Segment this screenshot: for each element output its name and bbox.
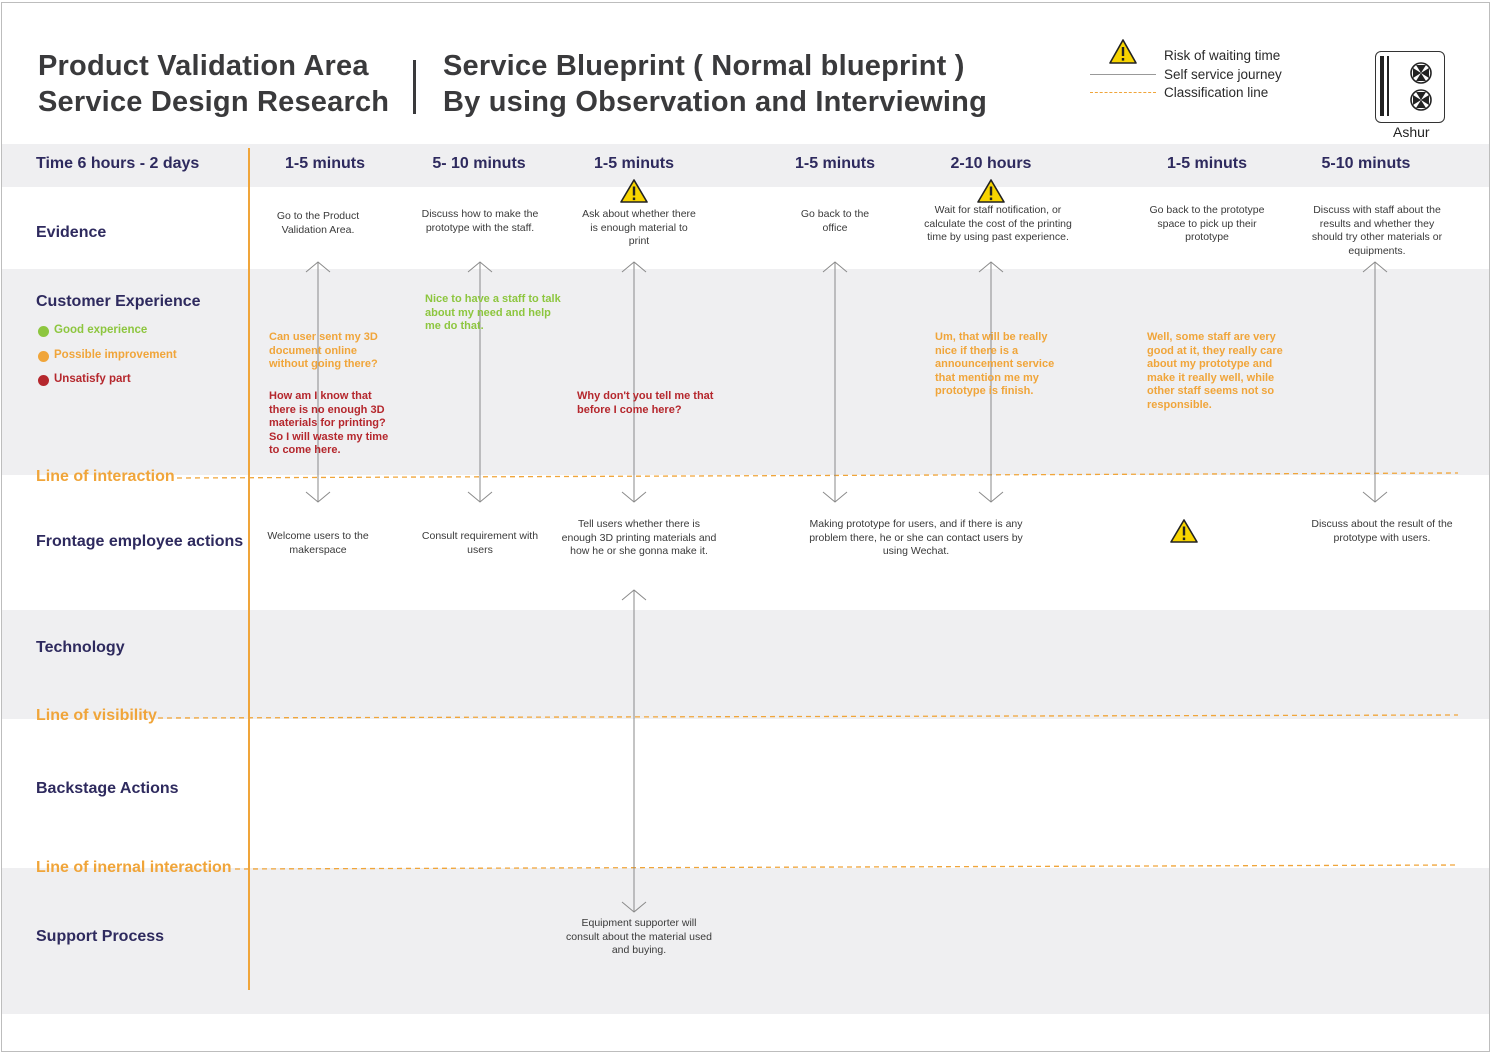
evidence-4: Go back to the office <box>800 208 870 234</box>
evidence-6: Go back to the prototype space to pick u… <box>1149 204 1265 243</box>
possible-dot <box>38 351 49 362</box>
warning-icon <box>977 179 1005 203</box>
row-label-backstage: Backstage Actions <box>36 780 179 797</box>
warning-icon <box>1170 519 1198 543</box>
legend-solid-line <box>1090 74 1156 75</box>
row-label-support: Support Process <box>36 928 165 945</box>
frontage-action-2: Consult requirement with users <box>421 530 539 556</box>
row-label-customer-experience: Customer Experience <box>36 293 201 310</box>
title-left-1: Product Validation Area <box>38 50 369 82</box>
row-label-evidence: Evidence <box>36 224 107 241</box>
journey-arrow-2 <box>467 261 493 503</box>
warning-icon <box>1109 39 1137 64</box>
warning-icon <box>620 179 648 203</box>
evidence-5: Wait for staff notification, or calculat… <box>924 204 1072 243</box>
line-of-visibility <box>157 714 1459 719</box>
line-of-interaction <box>176 472 1459 479</box>
legend-classification: Classification line <box>1164 85 1269 100</box>
title-right-1: Service Blueprint ( Normal blueprint ) <box>443 50 965 82</box>
journey-arrow-4 <box>822 261 848 503</box>
line-of-interaction-label: Line of interaction <box>36 468 175 485</box>
title-separator <box>413 60 416 114</box>
time-step-3: 1-5 minuts <box>593 155 674 172</box>
line-of-internal-interaction <box>234 864 1459 870</box>
ashur-logo <box>1375 51 1445 123</box>
frontage-action-4: Making prototype for users, and if there… <box>809 518 1023 557</box>
row-label-technology: Technology <box>36 639 125 656</box>
quote-unsatisfy-2: Why don't you tell me that before I come… <box>577 390 714 416</box>
support-arrow <box>621 589 647 913</box>
evidence-1: Go to the Product Validation Area. <box>276 210 360 236</box>
legend-risk: Risk of waiting time <box>1164 48 1281 63</box>
legend-unsatisfy: Unsatisfy part <box>54 373 131 385</box>
evidence-3: Ask about whether there is enough materi… <box>582 208 696 247</box>
journey-arrow-1 <box>305 261 331 503</box>
quote-unsatisfy-1: How am I know that there is no enough 3D… <box>269 390 389 457</box>
title-left-2: Service Design Research <box>38 86 390 118</box>
frontage-action-3: Tell users whether there is enough 3D pr… <box>561 518 717 557</box>
legend-good: Good experience <box>54 324 148 336</box>
journey-arrow-5 <box>978 261 1004 503</box>
line-of-visibility-label: Line of visibility <box>36 707 157 724</box>
legend-self-service: Self service journey <box>1164 67 1282 82</box>
unsatisfy-dot <box>38 375 49 386</box>
time-step-4: 1-5 minuts <box>794 155 875 172</box>
quote-possible-2: Um, that will be really nice if there is… <box>935 331 1055 398</box>
evidence-7: Discuss with staff about the results and… <box>1311 204 1443 257</box>
time-step-7: 5-10 minuts <box>1321 155 1411 172</box>
legend-possible: Possible improvement <box>54 349 177 361</box>
good-dot <box>38 326 49 337</box>
time-step-5: 2-10 hours <box>950 155 1032 172</box>
quote-possible-1: Can user sent my 3D document online with… <box>269 331 378 371</box>
evidence-2: Discuss how to make the prototype with t… <box>421 208 539 234</box>
journey-arrow-7 <box>1362 261 1388 503</box>
frontage-action-1: Welcome users to the makerspace <box>267 530 369 556</box>
frontage-action-5: Discuss about the result of the prototyp… <box>1311 518 1453 544</box>
support-process-text: Equipment supporter will consult about t… <box>566 917 712 956</box>
row-label-frontage: Frontage employee actions <box>36 533 244 550</box>
legend-dashed-line <box>1090 92 1156 93</box>
quote-possible-3: Well, some staff are very good at it, th… <box>1147 331 1283 411</box>
logo-name: Ashur <box>1393 124 1430 140</box>
timeline-label: Time 6 hours - 2 days <box>36 155 200 172</box>
title-right-2: By using Observation and Interviewing <box>443 86 987 118</box>
quote-good-1: Nice to have a staff to talk about my ne… <box>425 293 561 333</box>
time-step-1: 1-5 minuts <box>284 155 365 172</box>
line-of-internal-interaction-label: Line of inernal interaction <box>36 859 232 876</box>
time-step-2: 5- 10 minuts <box>432 155 526 172</box>
time-step-6: 1-5 minuts <box>1166 155 1247 172</box>
journey-arrow-3 <box>621 261 647 503</box>
